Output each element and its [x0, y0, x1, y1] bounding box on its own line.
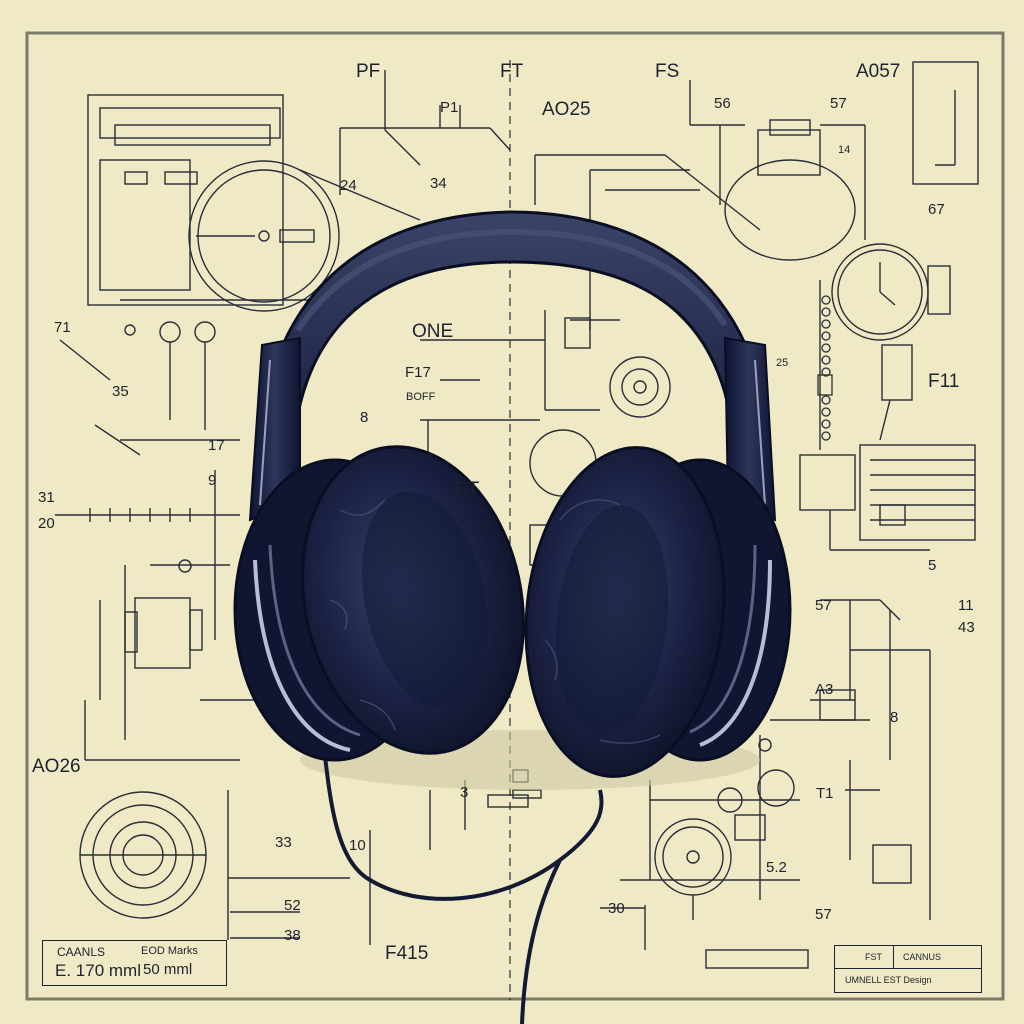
label-10: 10 — [349, 837, 366, 854]
label-t1: T1 — [816, 785, 834, 802]
label-ft: FT — [500, 61, 524, 82]
label-25: 25 — [776, 357, 789, 369]
label-17: 17 — [208, 437, 225, 454]
title-block-right: FST CANNUS UMNELL EST Design — [834, 945, 982, 993]
label-fs: FS — [655, 61, 680, 82]
label-f11: F11 — [928, 371, 960, 392]
label-8-right: 8 — [890, 709, 899, 726]
title-block-line1b: CANNUS — [903, 952, 942, 962]
title-block-line2: UMNELL EST Design — [845, 975, 932, 985]
label-14: 14 — [838, 144, 851, 156]
label-52: 52 — [284, 897, 301, 914]
label-56: 56 — [714, 95, 731, 112]
spec-box-left: CAANLS EOD Marks E. 170 mml 50 mml — [42, 940, 227, 986]
label-ao26: AO26 — [32, 756, 81, 777]
label-f415: F415 — [385, 943, 429, 964]
label-a057: A057 — [856, 61, 901, 82]
spec-left-line2a: E. 170 mml — [55, 961, 141, 980]
label-a3: A3 — [815, 681, 834, 698]
label-57-bottom: 57 — [815, 906, 832, 923]
label-3: 3 — [460, 784, 469, 801]
paper-frame — [25, 31, 1005, 1001]
headphone-cable — [320, 729, 604, 1024]
label-57-top: 57 — [830, 95, 847, 112]
label-71: 71 — [54, 319, 71, 336]
schematic-lines — [55, 61, 979, 969]
label-pt: PT — [455, 479, 480, 500]
label-pf: PF — [356, 61, 381, 82]
label-38: 38 — [284, 927, 301, 944]
label-34: 34 — [430, 175, 447, 192]
label-p1: P1 — [440, 99, 459, 116]
label-ao25: AO25 — [542, 99, 591, 120]
label-24: 24 — [340, 177, 357, 194]
label-30: 30 — [608, 900, 625, 917]
spec-left-line2b: 50 mml — [143, 961, 193, 978]
label-43: 43 — [958, 619, 975, 636]
label-5: 5 — [928, 557, 937, 574]
label-8-left: 8 — [360, 409, 369, 426]
label-f17: F17 — [405, 364, 431, 381]
headband — [256, 210, 773, 502]
label-67: 67 — [928, 201, 945, 218]
label-one: ONE — [412, 321, 454, 342]
label-35: 35 — [112, 383, 129, 400]
label-boff: BOFF — [406, 391, 436, 403]
label-57-mid: 57 — [815, 597, 832, 614]
chain — [817, 295, 833, 441]
label-33: 33 — [275, 834, 292, 851]
title-block-line1a: FST — [865, 952, 882, 962]
label-20: 20 — [38, 515, 55, 532]
label-9: 9 — [208, 472, 217, 489]
label-31: 31 — [38, 489, 55, 506]
label-5-2: 5.2 — [766, 859, 787, 876]
spec-left-line1a: CAANLS — [57, 945, 106, 959]
spec-left-line1b: EOD Marks — [141, 945, 198, 957]
headphones — [233, 210, 792, 1024]
label-11: 11 — [958, 597, 974, 614]
